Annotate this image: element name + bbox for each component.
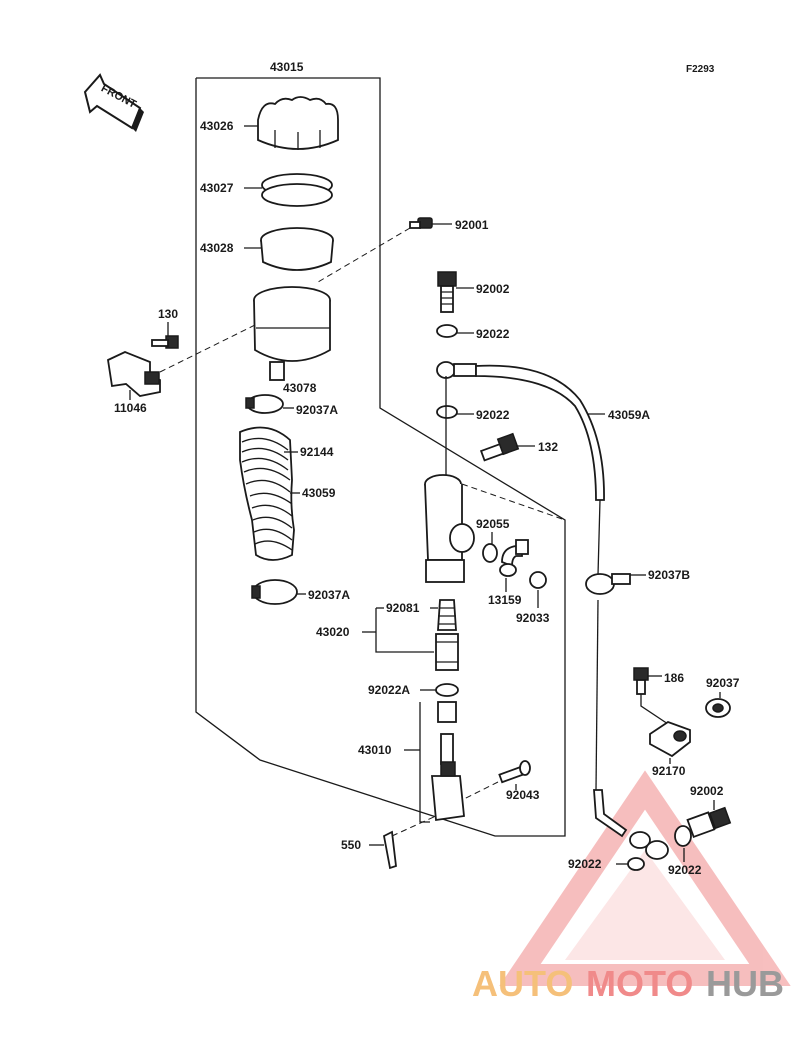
bracket-92170 (649, 720, 691, 758)
label-43027: 43027 (200, 181, 234, 195)
watermark-logo (499, 770, 791, 986)
diaphragm (260, 227, 334, 271)
spring-92081 (437, 599, 457, 631)
front-arrow-icon: FRONT (83, 73, 144, 132)
diagram-ref-code: F2293 (686, 64, 715, 75)
label-92022-a: 92022 (476, 327, 510, 341)
label-186: 186 (664, 671, 684, 685)
label-92037B: 92037B (648, 568, 690, 582)
label-92002-top: 92002 (476, 282, 510, 296)
assembly-bracket (195, 77, 566, 837)
banjo-bolt-bottom (686, 806, 732, 839)
hose-end-fitting (593, 789, 669, 860)
label-43010: 43010 (358, 743, 392, 757)
bracket-11046 (107, 351, 161, 397)
label-43059A: 43059A (608, 408, 650, 422)
label-92022-d: 92022 (668, 863, 702, 877)
hose-92144 (239, 426, 295, 561)
label-92037: 92037 (706, 676, 740, 690)
watermark-auto: AUTO (472, 963, 573, 1004)
label-92001: 92001 (455, 218, 489, 232)
watermark-text: AUTO MOTO HUB (472, 963, 784, 1004)
washer-92022-a (436, 324, 458, 338)
banjo-bolt-top (437, 271, 457, 313)
label-43028: 43028 (200, 241, 234, 255)
washer-92022-b (436, 405, 458, 419)
assembly-label: 43015 (270, 60, 304, 74)
diaphragm-plate (261, 173, 333, 207)
label-92055: 92055 (476, 517, 510, 531)
brake-hose-43059A (436, 361, 605, 791)
washer-92022-d (674, 825, 692, 847)
label-43020: 43020 (316, 625, 350, 639)
label-92002-bottom: 92002 (690, 784, 724, 798)
label-132: 132 (538, 440, 558, 454)
bolt-132 (479, 432, 520, 462)
label-11046: 11046 (114, 401, 147, 415)
label-92037A-bottom: 92037A (308, 588, 350, 602)
watermark-hub: HUB (706, 963, 784, 1004)
hose-joint-13159 (499, 539, 529, 577)
washer-92022-c (627, 857, 645, 871)
label-92033: 92033 (516, 611, 550, 625)
label-130: 130 (158, 307, 178, 321)
label-92022A: 92022A (368, 683, 410, 697)
seal-92055 (482, 543, 498, 563)
watermark-moto: MOTO (586, 963, 693, 1004)
screw-92001 (409, 217, 433, 229)
reservoir-cap (257, 96, 339, 150)
master-cylinder-body (424, 474, 475, 583)
circlip-92022A (435, 683, 459, 697)
cotter-pin-550 (382, 830, 397, 870)
label-43026: 43026 (200, 119, 234, 133)
piston-43020 (435, 633, 459, 671)
bolt-186 (633, 667, 649, 695)
hose-clamp-top (245, 394, 284, 414)
label-550: 550 (341, 838, 361, 852)
label-92043: 92043 (506, 788, 540, 802)
bolt-130 (151, 335, 179, 349)
label-43078: 43078 (283, 381, 317, 395)
label-92022-b: 92022 (476, 408, 510, 422)
label-92170: 92170 (652, 764, 686, 778)
push-rod-43010 (431, 701, 465, 822)
label-92037A-top: 92037A (296, 403, 338, 417)
label-13159: 13159 (488, 593, 522, 607)
hose-clamp-bottom (251, 579, 298, 605)
pin-92043 (498, 760, 531, 784)
label-92022-c: 92022 (568, 857, 602, 871)
label-43059: 43059 (302, 486, 336, 500)
circlip-92033 (529, 571, 547, 589)
label-92081: 92081 (386, 601, 420, 615)
grommet-92037 (705, 698, 731, 718)
reservoir-body (253, 286, 331, 381)
hose-clamp-92037B (585, 573, 631, 595)
label-92144: 92144 (300, 445, 334, 459)
